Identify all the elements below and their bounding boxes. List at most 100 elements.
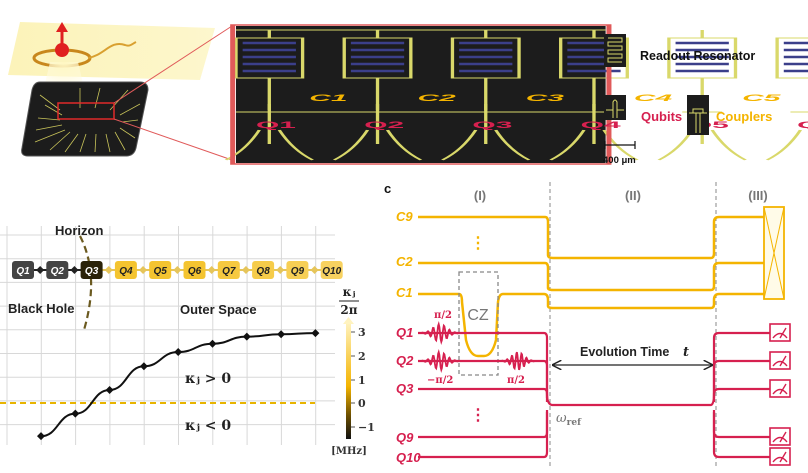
scale-bar-label: 400 μm xyxy=(603,155,636,166)
omega-symbol: ω xyxy=(556,411,567,426)
chain-link-diamond xyxy=(36,266,45,274)
chain-node-label: Q7 xyxy=(222,266,236,277)
stage-label-1: (I) xyxy=(474,188,486,203)
microwave-pulse xyxy=(420,320,460,346)
evolution-time-label: Evolution Time xyxy=(580,345,669,359)
chip-qubit-label: Q2 xyxy=(364,120,404,130)
chain-link-diamond xyxy=(104,266,113,274)
chip-coupler-label: C5 xyxy=(742,93,781,103)
measurement-meter-icon xyxy=(769,447,791,466)
chip-coupler-label: C3 xyxy=(526,93,565,103)
zoom-line-top xyxy=(113,25,233,104)
microwave-pulse xyxy=(500,351,536,371)
colorbar-tick-label: 1 xyxy=(358,374,366,387)
pulse-label-q2-second: π/2 xyxy=(507,375,525,386)
chain-link-diamond xyxy=(241,266,250,274)
coupler-row-label-c9: C9 xyxy=(396,209,413,224)
kappa-data-point xyxy=(139,362,148,371)
qubit-row-label-q3: Q3 xyxy=(396,381,414,396)
colorbar-arrow xyxy=(343,317,354,324)
coupler-swatch xyxy=(687,95,709,135)
chain-link-diamond xyxy=(139,266,148,274)
measurement-meter-icon xyxy=(769,351,791,370)
chip-micrograph-image: C1C2C3C4C5C6C7C8C9Q1Q2Q3Q4Q5Q6Q7Q8Q9Q10 xyxy=(224,24,808,165)
chip-qubit-label: Q1 xyxy=(256,120,296,130)
kappa-data-point xyxy=(242,332,251,341)
coupler-line-c2 xyxy=(418,261,764,292)
legend-qubits-label: Qubits xyxy=(641,109,682,124)
chain-link-diamond xyxy=(173,266,182,274)
chain-node xyxy=(12,261,34,279)
cz-gate-box xyxy=(458,271,499,376)
qubit-line-q1 xyxy=(418,331,770,407)
colorbar-title-denominator: 2π xyxy=(340,303,357,317)
chain-node xyxy=(149,261,172,279)
chain-node xyxy=(217,261,240,279)
pulse-label-q1: π/2 xyxy=(434,310,452,321)
zoom-line-bottom xyxy=(113,118,233,161)
qubit-row-label-q1: Q1 xyxy=(396,325,413,340)
chain-node-label: Q1 xyxy=(16,266,30,277)
wave-trail xyxy=(87,41,137,59)
omega-ref-symbol: ωref xyxy=(556,411,582,428)
panel-c-label: c xyxy=(384,181,391,196)
kappa-data-point xyxy=(174,348,183,357)
spin-particle xyxy=(55,43,69,57)
kappa-data-point xyxy=(105,385,114,394)
chain-node-label: Q6 xyxy=(188,266,202,277)
chain-node-label: Q8 xyxy=(256,266,270,277)
qubit-row-label-q2: Q2 xyxy=(396,353,414,368)
coupler-ellipsis: ⋮ xyxy=(470,235,486,252)
measurement-meter-icon xyxy=(769,427,791,446)
coupler-pulse-lines xyxy=(418,215,764,358)
chain-node-label: Q2 xyxy=(51,266,65,277)
chain-node-label: Q9 xyxy=(291,266,305,277)
kappa-negative-label: κⱼ < 0 xyxy=(185,418,231,434)
horizon-label: Horizon xyxy=(55,223,103,238)
colorbar-title-numerator: κⱼ xyxy=(343,285,356,299)
chip-coupler-label: C2 xyxy=(417,93,456,103)
kappa-data-point xyxy=(71,409,80,418)
kappa-data-point xyxy=(37,432,45,441)
qubit-swatch xyxy=(604,95,626,120)
chain-node-label: Q10 xyxy=(322,266,341,277)
cz-label: CZ xyxy=(467,307,489,324)
coupler-row-label-c2: C2 xyxy=(396,254,413,269)
evolution-time-variable: t xyxy=(683,345,689,360)
chain-link-diamond xyxy=(310,266,319,274)
measurement-meter-icon xyxy=(769,379,791,398)
legend-readout-label: Readout Resonator xyxy=(640,49,755,63)
legend-couplers-label: Couplers xyxy=(716,109,772,124)
stage-label-3: (III) xyxy=(748,188,768,203)
kappa-positive-label: κⱼ > 0 xyxy=(185,371,231,387)
chip-traces xyxy=(34,87,141,153)
qubit-ellipsis: ⋮ xyxy=(470,407,486,424)
outer-space-label: Outer Space xyxy=(180,302,257,317)
black-hole-label: Black Hole xyxy=(8,301,74,316)
qubit-line-q2 xyxy=(418,359,770,398)
chain-node xyxy=(114,261,137,279)
chip-legend: Readout Resonator Qubits Couplers 400 μm xyxy=(603,34,772,166)
chip-qubit-label: Q4 xyxy=(581,120,622,130)
readout-resonator-swatch xyxy=(604,34,626,67)
qubit-row-label-q9: Q9 xyxy=(396,430,414,445)
measurement-meter-icon xyxy=(769,323,791,342)
chip-zoom-box xyxy=(57,102,115,120)
pulse-label-q2-first: −π/2 xyxy=(427,375,453,386)
horizon-curve xyxy=(79,235,93,331)
microwave-pulses xyxy=(420,320,536,374)
chip-coupler-label: C4 xyxy=(634,93,672,103)
colorbar-bar xyxy=(346,322,351,439)
omega-subscript: ref xyxy=(567,418,582,428)
micrograph-background xyxy=(235,26,606,163)
chain-node xyxy=(80,261,103,279)
chain-node xyxy=(286,261,309,279)
chain-link-diamond xyxy=(276,266,285,274)
chip-qubit-label: Q6 xyxy=(797,120,808,130)
readout-resonator xyxy=(765,37,808,161)
chip-illustration xyxy=(8,22,233,161)
chain-link-diamond xyxy=(70,266,79,274)
chain-node xyxy=(46,261,69,279)
